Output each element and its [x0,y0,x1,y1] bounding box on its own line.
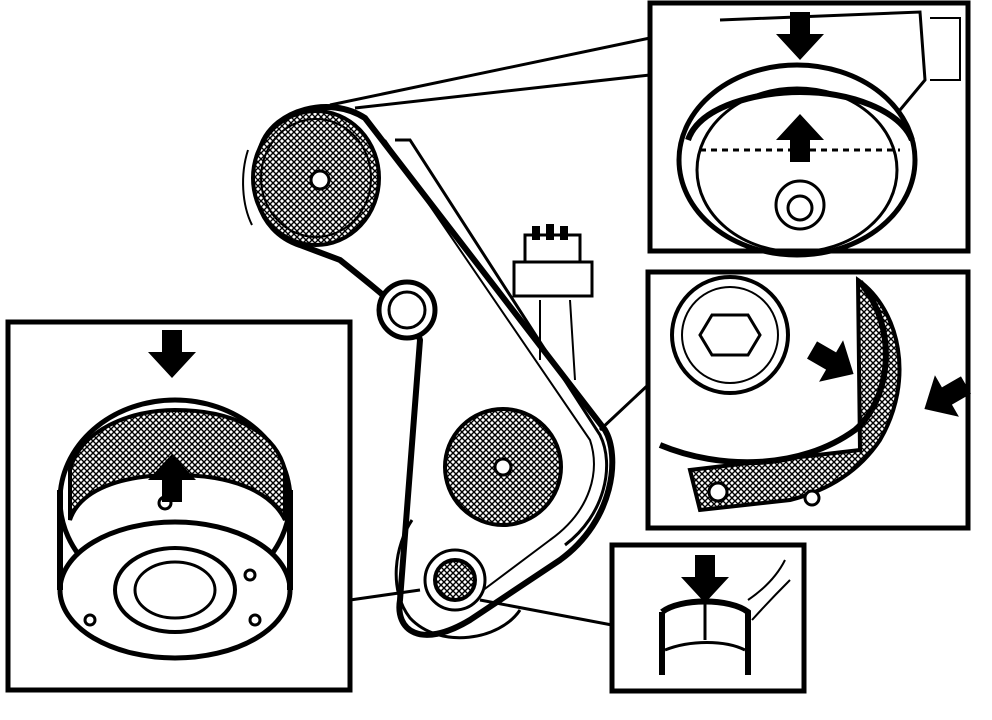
camshaft-pulley [251,109,381,247]
belt-guard-edge [395,138,608,547]
crankshaft-pulley [394,519,522,640]
engine-block-edge [242,149,253,226]
inset-crankshaft-mark [609,542,807,694]
engine-front-view [242,104,616,640]
hex-bolt-icon [698,313,762,357]
belt-inner-edge [384,139,595,601]
inset-camshaft-mark [647,0,971,258]
inset-crankshaft-sprocket [5,319,353,693]
leader-lines [329,36,651,627]
inset-intermediate-mark [645,269,978,531]
distributor [512,224,594,381]
intermediate-shaft-pulley [443,407,563,527]
tensioner-idler [376,279,438,341]
